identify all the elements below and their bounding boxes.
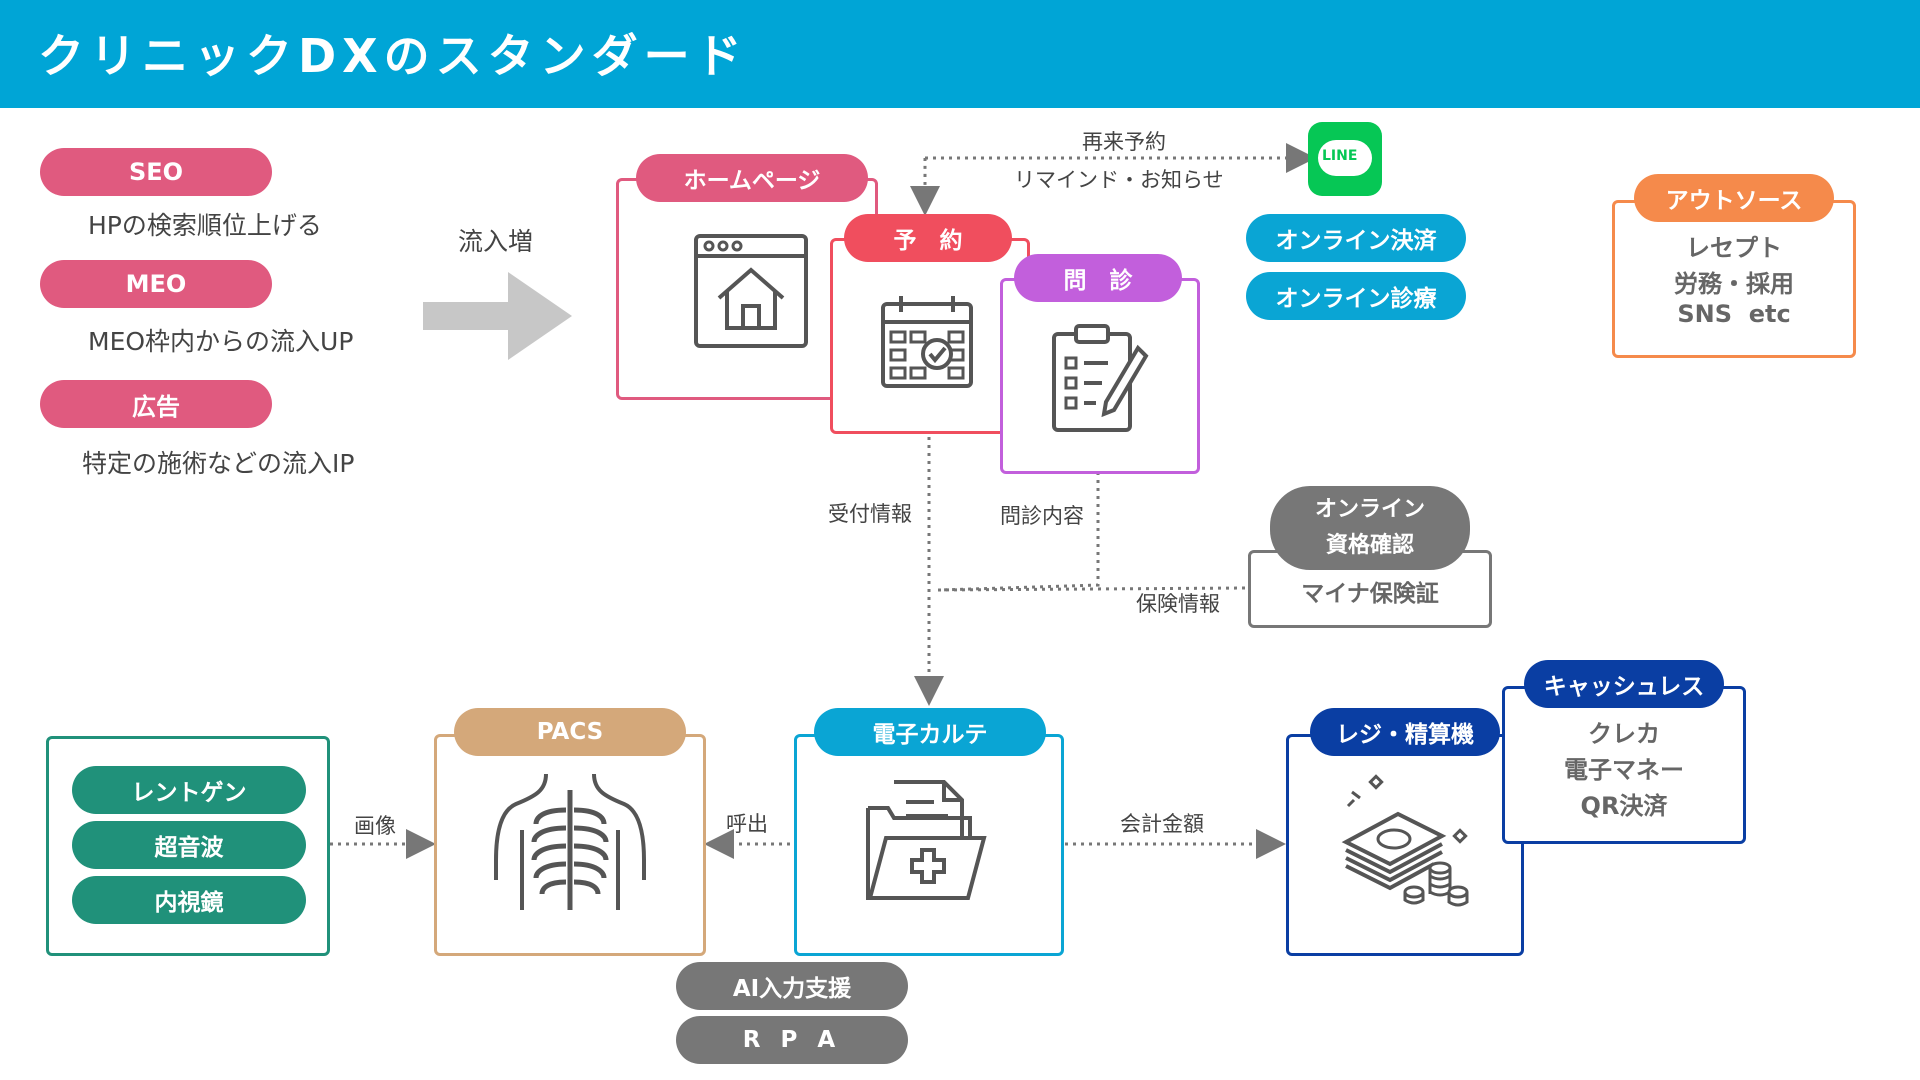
medical-folder-icon [866, 780, 987, 900]
online-qualification-header: オンライン 資格確認 [1270, 486, 1470, 570]
clipboard-pen-icon [1052, 324, 1149, 432]
page-title: クリニックDXのスタンダード [38, 29, 748, 83]
ad-tag: 広告 [40, 380, 272, 428]
homepage-header: ホームページ [636, 154, 868, 202]
cashless-item: クレカ [1588, 720, 1660, 748]
cashless-card [1502, 686, 1746, 844]
register-header: レジ・精算機 [1310, 708, 1500, 756]
revisit-label: 再来予約 [1082, 130, 1166, 154]
myna-label: マイナ保険証 [1301, 581, 1439, 607]
modality-xray: レントゲン [72, 766, 306, 814]
interview-header: 問 診 [1014, 254, 1182, 302]
rpa-pill: R P A [676, 1016, 908, 1064]
modality-endoscope: 内視鏡 [72, 876, 306, 924]
seo-desc: HPの検索順位上げる [88, 211, 322, 240]
interview-card [1000, 278, 1200, 474]
cashless-header: キャッシュレス [1524, 660, 1724, 708]
call-label: 呼出 [726, 812, 768, 836]
reservation-card [830, 238, 1030, 434]
ad-desc: 特定の施術などの流入IP [82, 449, 355, 478]
ai-input-pill: AI入力支援 [676, 962, 908, 1010]
outsource-item: 労務・採用 [1674, 270, 1794, 298]
image-label: 画像 [354, 814, 396, 838]
flow-label: 流入増 [458, 227, 534, 256]
reservation-header: 予 約 [844, 214, 1012, 262]
line-logo-text: LINE [1322, 148, 1358, 164]
header-bar [0, 0, 1920, 108]
outsource-card [1612, 200, 1856, 358]
emr-header: 電子カルテ [814, 708, 1046, 756]
modality-ultrasound: 超音波 [72, 821, 306, 869]
online-consultation-pill: オンライン診療 [1246, 272, 1466, 320]
pacs-header: PACS [454, 708, 686, 756]
outsource-item: レセプト [1686, 234, 1782, 262]
calendar-check-icon [881, 296, 973, 388]
seo-tag: SEO [40, 148, 272, 196]
reminder-label: リマインド・お知らせ [1014, 168, 1224, 192]
reception-label: 受付情報 [828, 502, 912, 526]
xray-chest-icon [494, 773, 646, 910]
online-payment-pill: オンライン決済 [1246, 214, 1466, 262]
outsource-item: SNS etc [1677, 300, 1791, 328]
cash-coins-icon [1341, 774, 1469, 907]
emr-card [794, 734, 1064, 956]
billing-label: 会計金額 [1120, 812, 1204, 836]
insurance-label: 保険情報 [1136, 592, 1220, 616]
meo-tag: MEO [40, 260, 272, 308]
flow-arrow [423, 272, 572, 360]
line-bubble [1318, 140, 1372, 176]
cashless-item: 電子マネー [1564, 756, 1684, 784]
interview-content-label: 問診内容 [1000, 504, 1084, 528]
browser-home-icon [694, 234, 808, 348]
meo-desc: MEO枠内からの流入UP [88, 327, 354, 356]
outsource-header: アウトソース [1634, 174, 1834, 222]
cashless-item: QR決済 [1580, 792, 1668, 820]
